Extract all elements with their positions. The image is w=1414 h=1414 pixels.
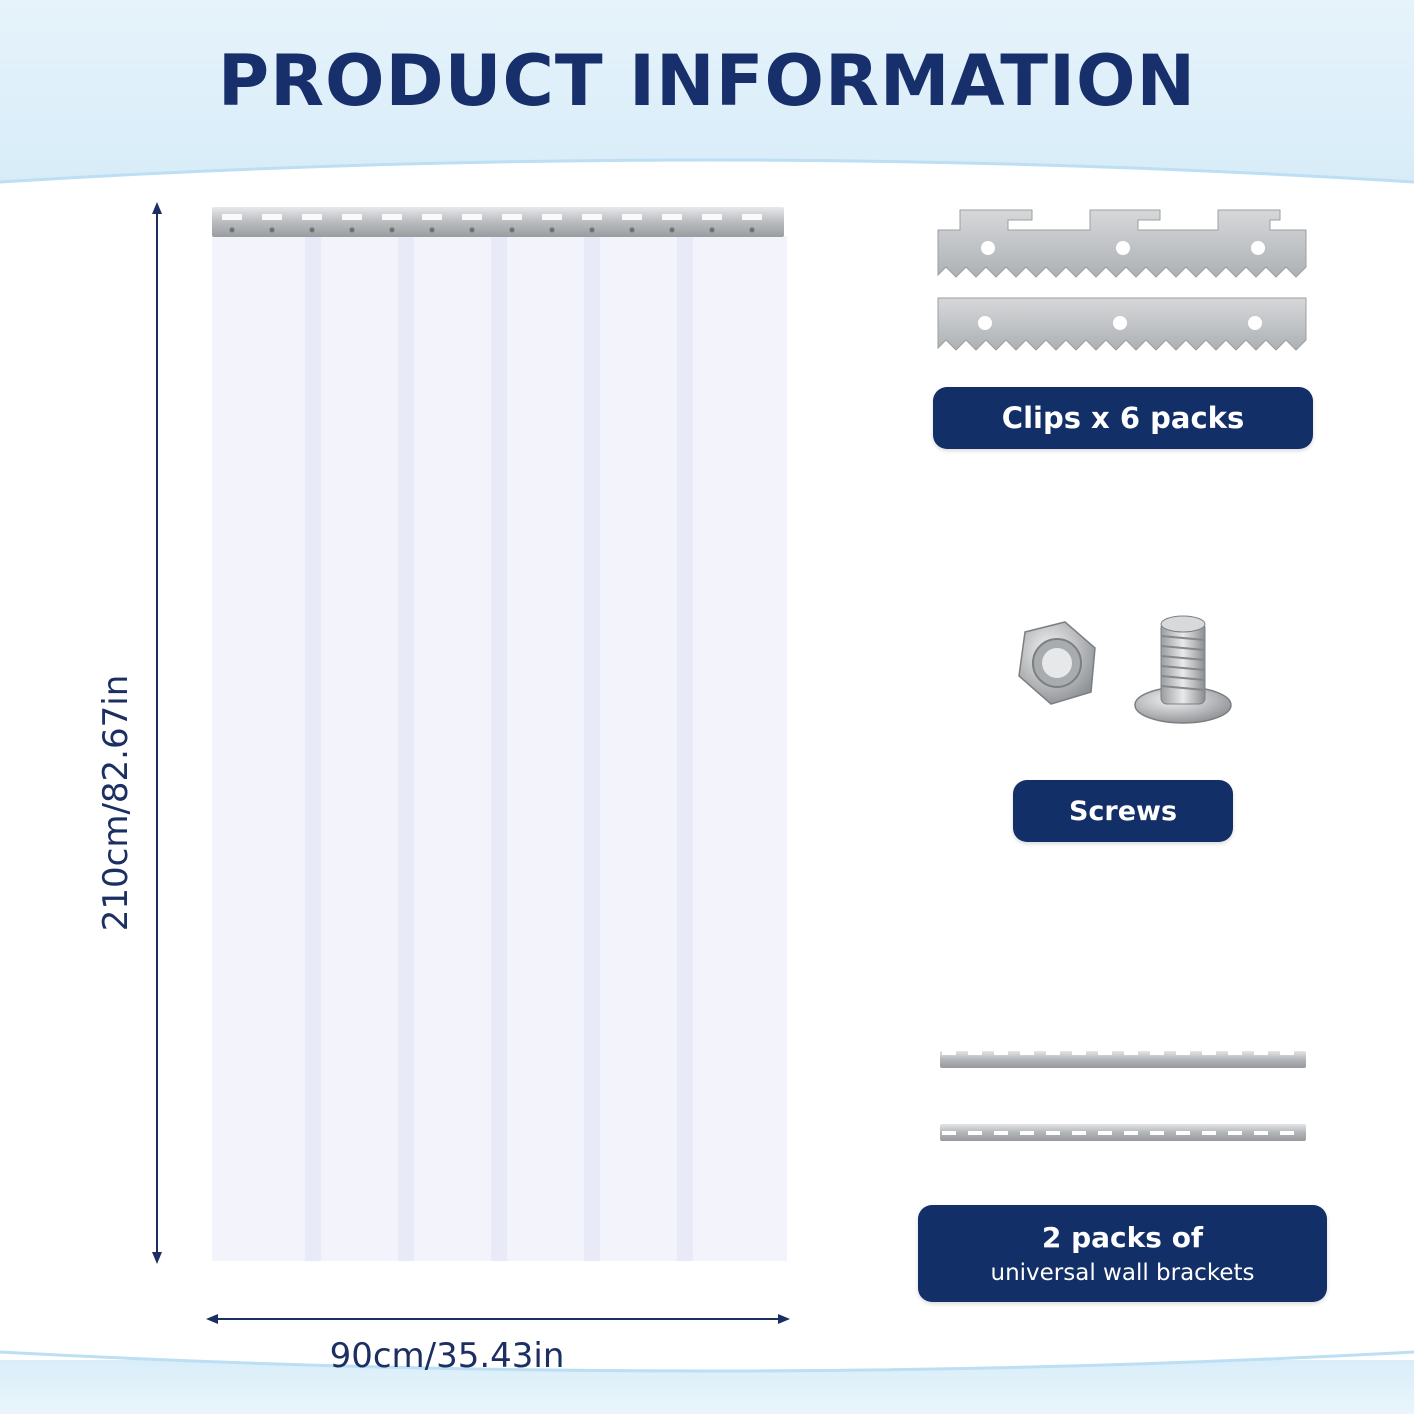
- clips-label: Clips x 6 packs: [1001, 401, 1245, 435]
- brackets-label-badge: 2 packs of universal wall brackets: [918, 1205, 1327, 1302]
- screws-label-badge: Screws: [1013, 780, 1233, 842]
- brackets-label-line2: universal wall brackets: [990, 1260, 1255, 1286]
- height-label: 210cm/82.67in: [96, 674, 136, 932]
- width-dimension-arrow: [206, 1314, 790, 1324]
- curtain-illustration: [152, 202, 790, 1324]
- screws-label: Screws: [1068, 795, 1178, 827]
- brackets-label-line1: 2 packs of: [1041, 1221, 1204, 1254]
- header-wave: [0, 158, 1414, 200]
- curtain-top-rail: [212, 207, 784, 237]
- footer-wave: [0, 1340, 1414, 1373]
- clips-label-badge: Clips x 6 packs: [933, 387, 1313, 449]
- nut-and-bolt-icon: [1018, 615, 1232, 724]
- height-dimension-arrow: [152, 202, 162, 1264]
- clip-plates-icon: [937, 209, 1307, 351]
- page-title: PRODUCT INFORMATION: [217, 40, 1197, 122]
- wall-bracket-rails-icon: [940, 1051, 1306, 1141]
- width-label: 90cm/35.43in: [329, 1336, 565, 1376]
- header-background: [0, 0, 1414, 190]
- curtain-strips: [212, 236, 787, 1261]
